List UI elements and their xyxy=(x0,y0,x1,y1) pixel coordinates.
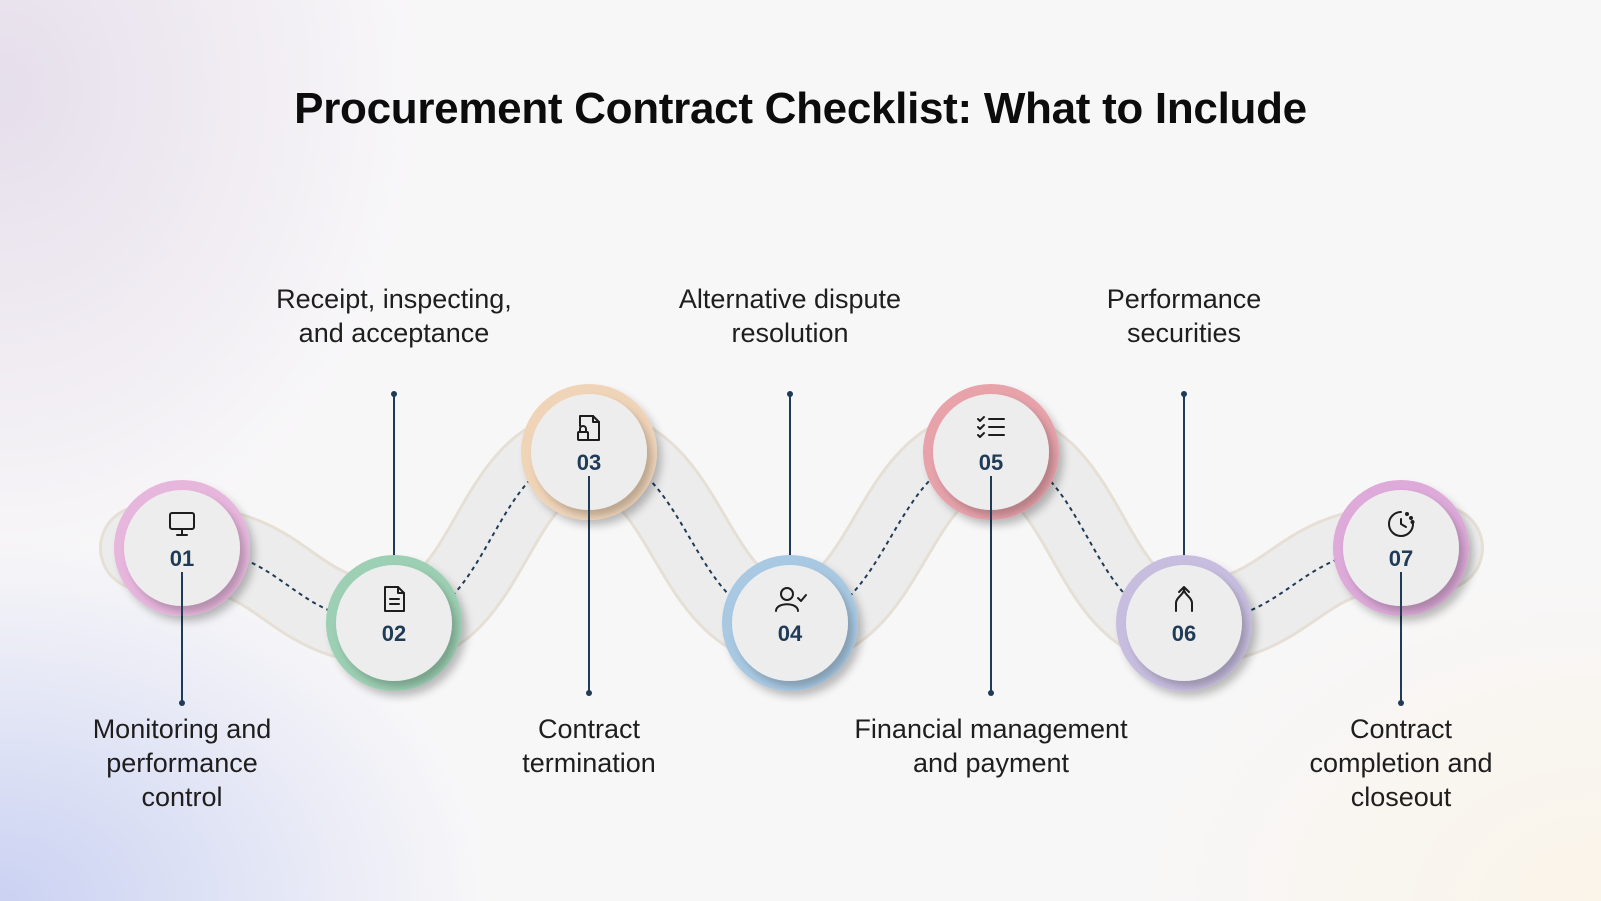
step-node-02 xyxy=(326,391,462,691)
step-node-04 xyxy=(722,391,858,691)
step-label-line: Financial management xyxy=(854,714,1128,744)
step-node-05 xyxy=(923,384,1059,696)
step-number: 04 xyxy=(777,621,803,646)
step-label-line: closeout xyxy=(1350,782,1452,812)
step-number: 01 xyxy=(169,546,195,571)
leader-dot xyxy=(1181,391,1187,397)
step-number: 07 xyxy=(1388,546,1414,571)
step-label-line: Contract xyxy=(1349,714,1453,744)
step-label: Contract completion and closeout xyxy=(1241,712,1561,814)
step-inner-circle xyxy=(336,565,452,681)
step-label: Alternative dispute resolution xyxy=(630,282,950,350)
step-number: 02 xyxy=(381,621,407,646)
step-label-line: Contract xyxy=(537,714,641,744)
step-label-line: completion and xyxy=(1309,748,1493,778)
step-number: 06 xyxy=(1171,621,1197,646)
leader-dot xyxy=(988,690,994,696)
step-label-line: and acceptance xyxy=(298,318,490,348)
step-node-03 xyxy=(521,384,657,696)
step-inner-circle xyxy=(531,394,647,510)
step-inner-circle xyxy=(732,565,848,681)
checklist-icon xyxy=(977,416,1005,438)
leader-dot xyxy=(391,391,397,397)
step-node-07 xyxy=(1333,480,1469,706)
leader-dot xyxy=(1398,700,1404,706)
step-inner-circle xyxy=(1343,490,1459,606)
file-lock-icon xyxy=(577,415,600,441)
step-label-line: securities xyxy=(1126,318,1242,348)
step-inner-circle xyxy=(933,394,1049,510)
page-title: Procurement Contract Checklist: What to … xyxy=(294,84,1307,133)
leader-dot xyxy=(586,690,592,696)
step-label-line: Performance xyxy=(1106,284,1262,314)
step-label-line: termination xyxy=(522,748,656,778)
document-icon xyxy=(384,586,405,612)
clock-icon xyxy=(1388,511,1415,537)
step-inner-circle xyxy=(1126,565,1242,681)
leader-dot xyxy=(787,391,793,397)
step-label-line: Alternative dispute xyxy=(678,284,902,314)
step-label-line: Receipt, inspecting, xyxy=(276,284,512,314)
step-label: Receipt, inspecting, and acceptance xyxy=(234,282,554,350)
monitor-icon xyxy=(169,512,195,536)
step-label: Contract termination xyxy=(429,712,749,780)
step-number: 03 xyxy=(576,450,602,475)
step-label: Monitoring and performance control xyxy=(22,712,342,814)
step-node-06 xyxy=(1116,391,1252,691)
step-label-line: performance xyxy=(106,748,258,778)
merge-icon xyxy=(1175,586,1193,612)
step-label-line: resolution xyxy=(731,318,849,348)
step-node-01 xyxy=(114,480,250,706)
step-label: Financial management and payment xyxy=(831,712,1151,780)
step-label-line: control xyxy=(141,782,223,812)
user-check-icon xyxy=(775,587,807,612)
step-label: Performance securities xyxy=(1024,282,1344,350)
step-label-line: Monitoring and xyxy=(92,714,272,744)
step-number: 05 xyxy=(978,450,1004,475)
step-inner-circle xyxy=(124,490,240,606)
step-label-line: and payment xyxy=(912,748,1070,778)
leader-dot xyxy=(179,700,185,706)
